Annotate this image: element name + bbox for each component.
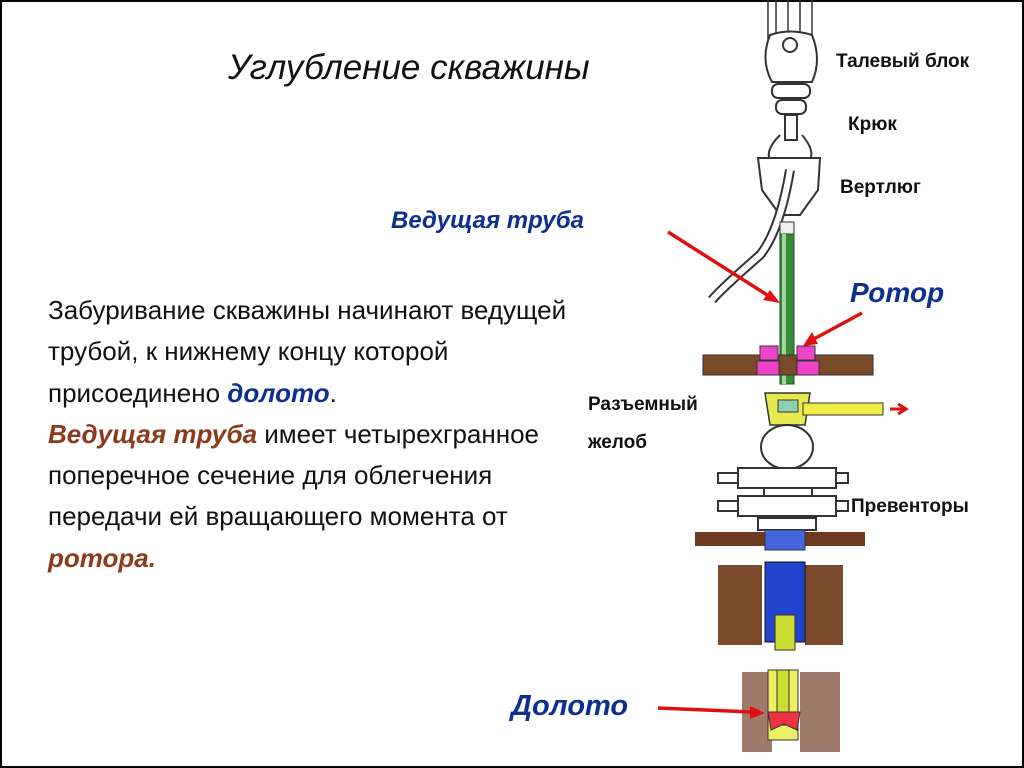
rotor [759,345,779,361]
label-swivel: Вертлюг [840,177,921,198]
pointer-arrows [657,230,863,719]
term-kelly: Ведущая труба [48,418,258,449]
travelling-block [764,30,818,83]
label-rotor: Ротор [850,277,945,308]
preventers [717,467,849,531]
label-kelly: Ведущая труба [391,207,584,234]
drill-bit [767,711,801,731]
slide-title: Углубление скважины [228,48,590,87]
label-split-chute-2: желоб [588,432,647,453]
body-line-2: имеет четырехгранное поперечное сечение … [48,418,539,532]
hook [784,114,798,141]
label-hook: Крюк [848,114,897,135]
label-travelling-block: Талевый блок [836,51,970,72]
term-doloto: долото [227,377,330,408]
term-rotor: ротора. [48,542,156,573]
label-bit: Долото [511,690,629,722]
period: . [329,377,337,408]
label-split-chute-1: Разъемный [588,394,698,415]
rotor-table [702,354,874,376]
body-line-1: Забуривание скважины начинают ведущей тр… [48,295,567,408]
body-text: Забуривание скважины начинают ведущей тр… [48,290,608,579]
label-preventers: Превенторы [851,496,969,517]
